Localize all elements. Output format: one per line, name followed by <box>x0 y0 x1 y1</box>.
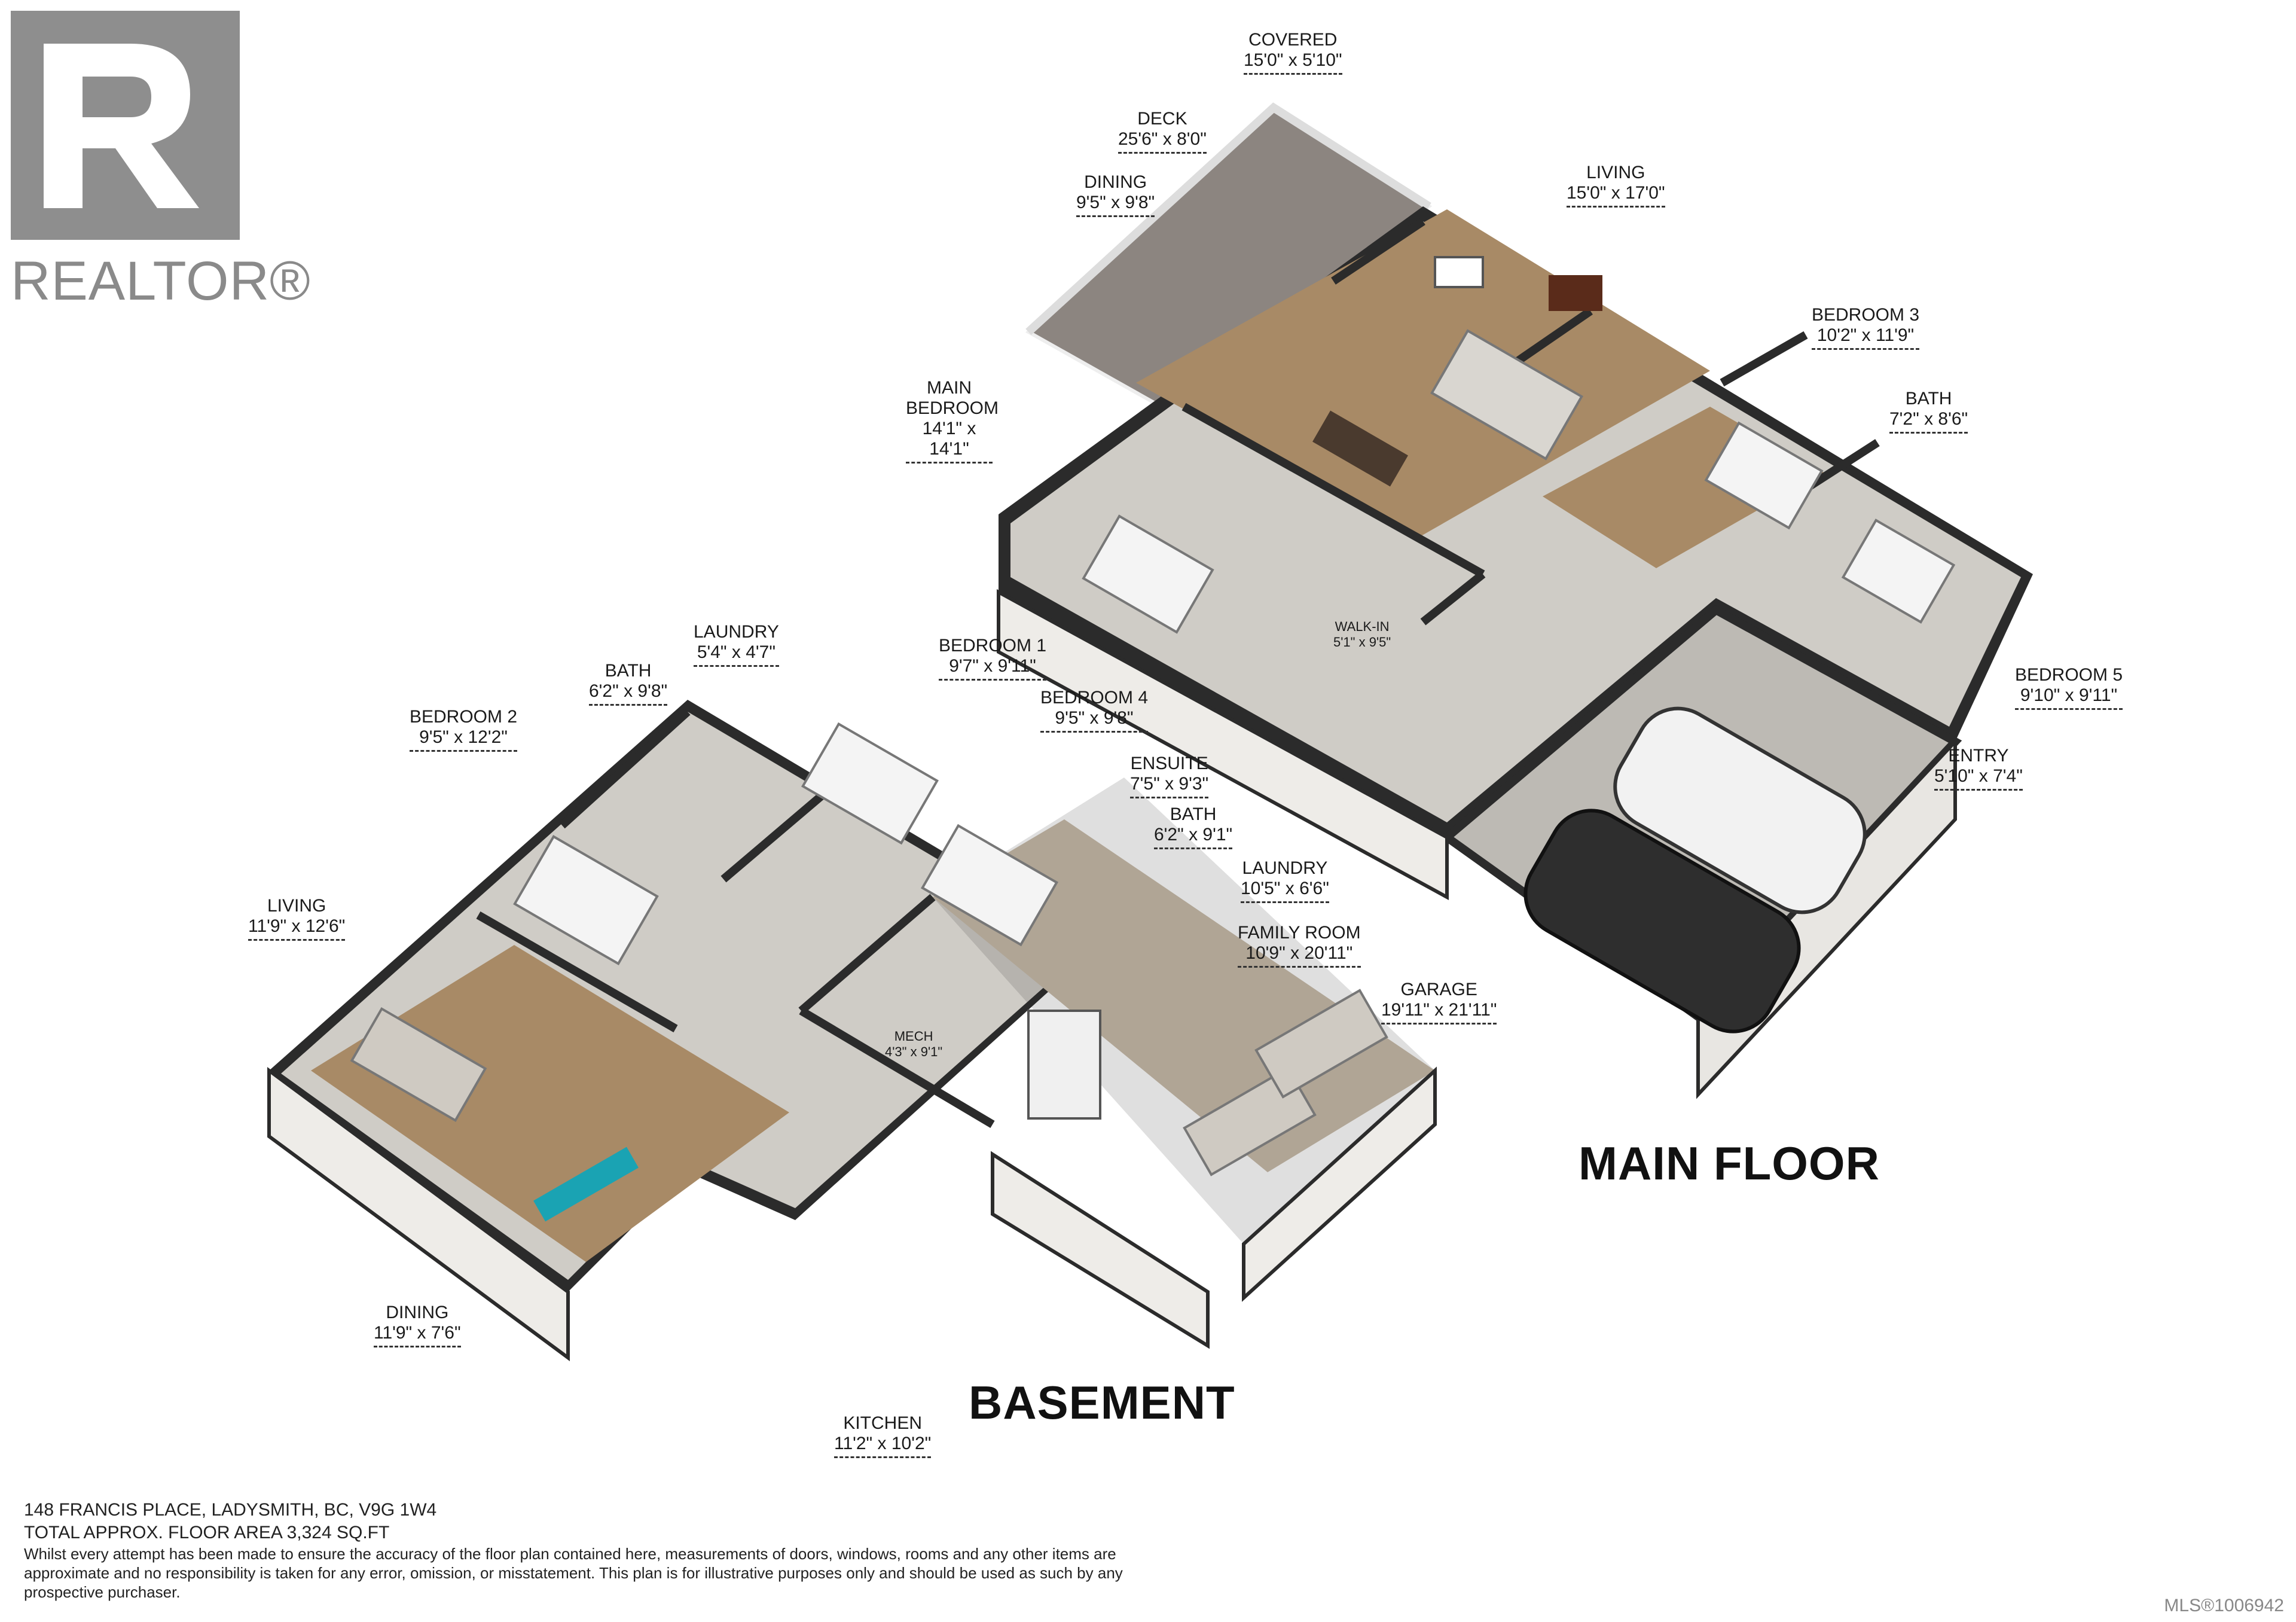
basement-front-wall-right <box>991 1151 1210 1349</box>
basement-structure <box>267 700 1437 1361</box>
basement-living-wood <box>311 945 789 1262</box>
realtor-wordmark: REALTOR® <box>11 251 311 312</box>
realtor-logo: REALTOR® <box>11 11 310 316</box>
basement-family-wood <box>933 819 1435 1172</box>
title-basement: BASEMENT <box>969 1376 1235 1429</box>
main-floor-left-wall <box>999 514 1010 592</box>
basement-front-wall-left <box>267 1067 570 1361</box>
car-black <box>1523 809 1801 1033</box>
floor-area: TOTAL APPROX. FLOOR AREA 3,324 SQ.FT <box>24 1523 390 1542</box>
plan-footer: 148 FRANCIS PLACE, LADYSMITH, BC, V9G 1W… <box>24 1499 1160 1602</box>
deck-railing <box>1025 102 1431 336</box>
mls-number: MLS®1006942 <box>2164 1596 2284 1615</box>
family-room-wall <box>1242 1066 1437 1302</box>
main-floor-front-wall <box>997 589 1449 901</box>
address: 148 FRANCIS PLACE, LADYSMITH, BC, V9G 1W… <box>24 1500 437 1520</box>
title-main-floor: MAIN FLOOR <box>1578 1137 1880 1190</box>
main-floor-structure <box>997 102 2033 1099</box>
car-white <box>1613 706 1867 914</box>
disclaimer: Whilst every attempt has been made to en… <box>24 1545 1123 1601</box>
family-room-slab <box>933 778 1435 1244</box>
realtor-r-mark <box>11 11 240 240</box>
